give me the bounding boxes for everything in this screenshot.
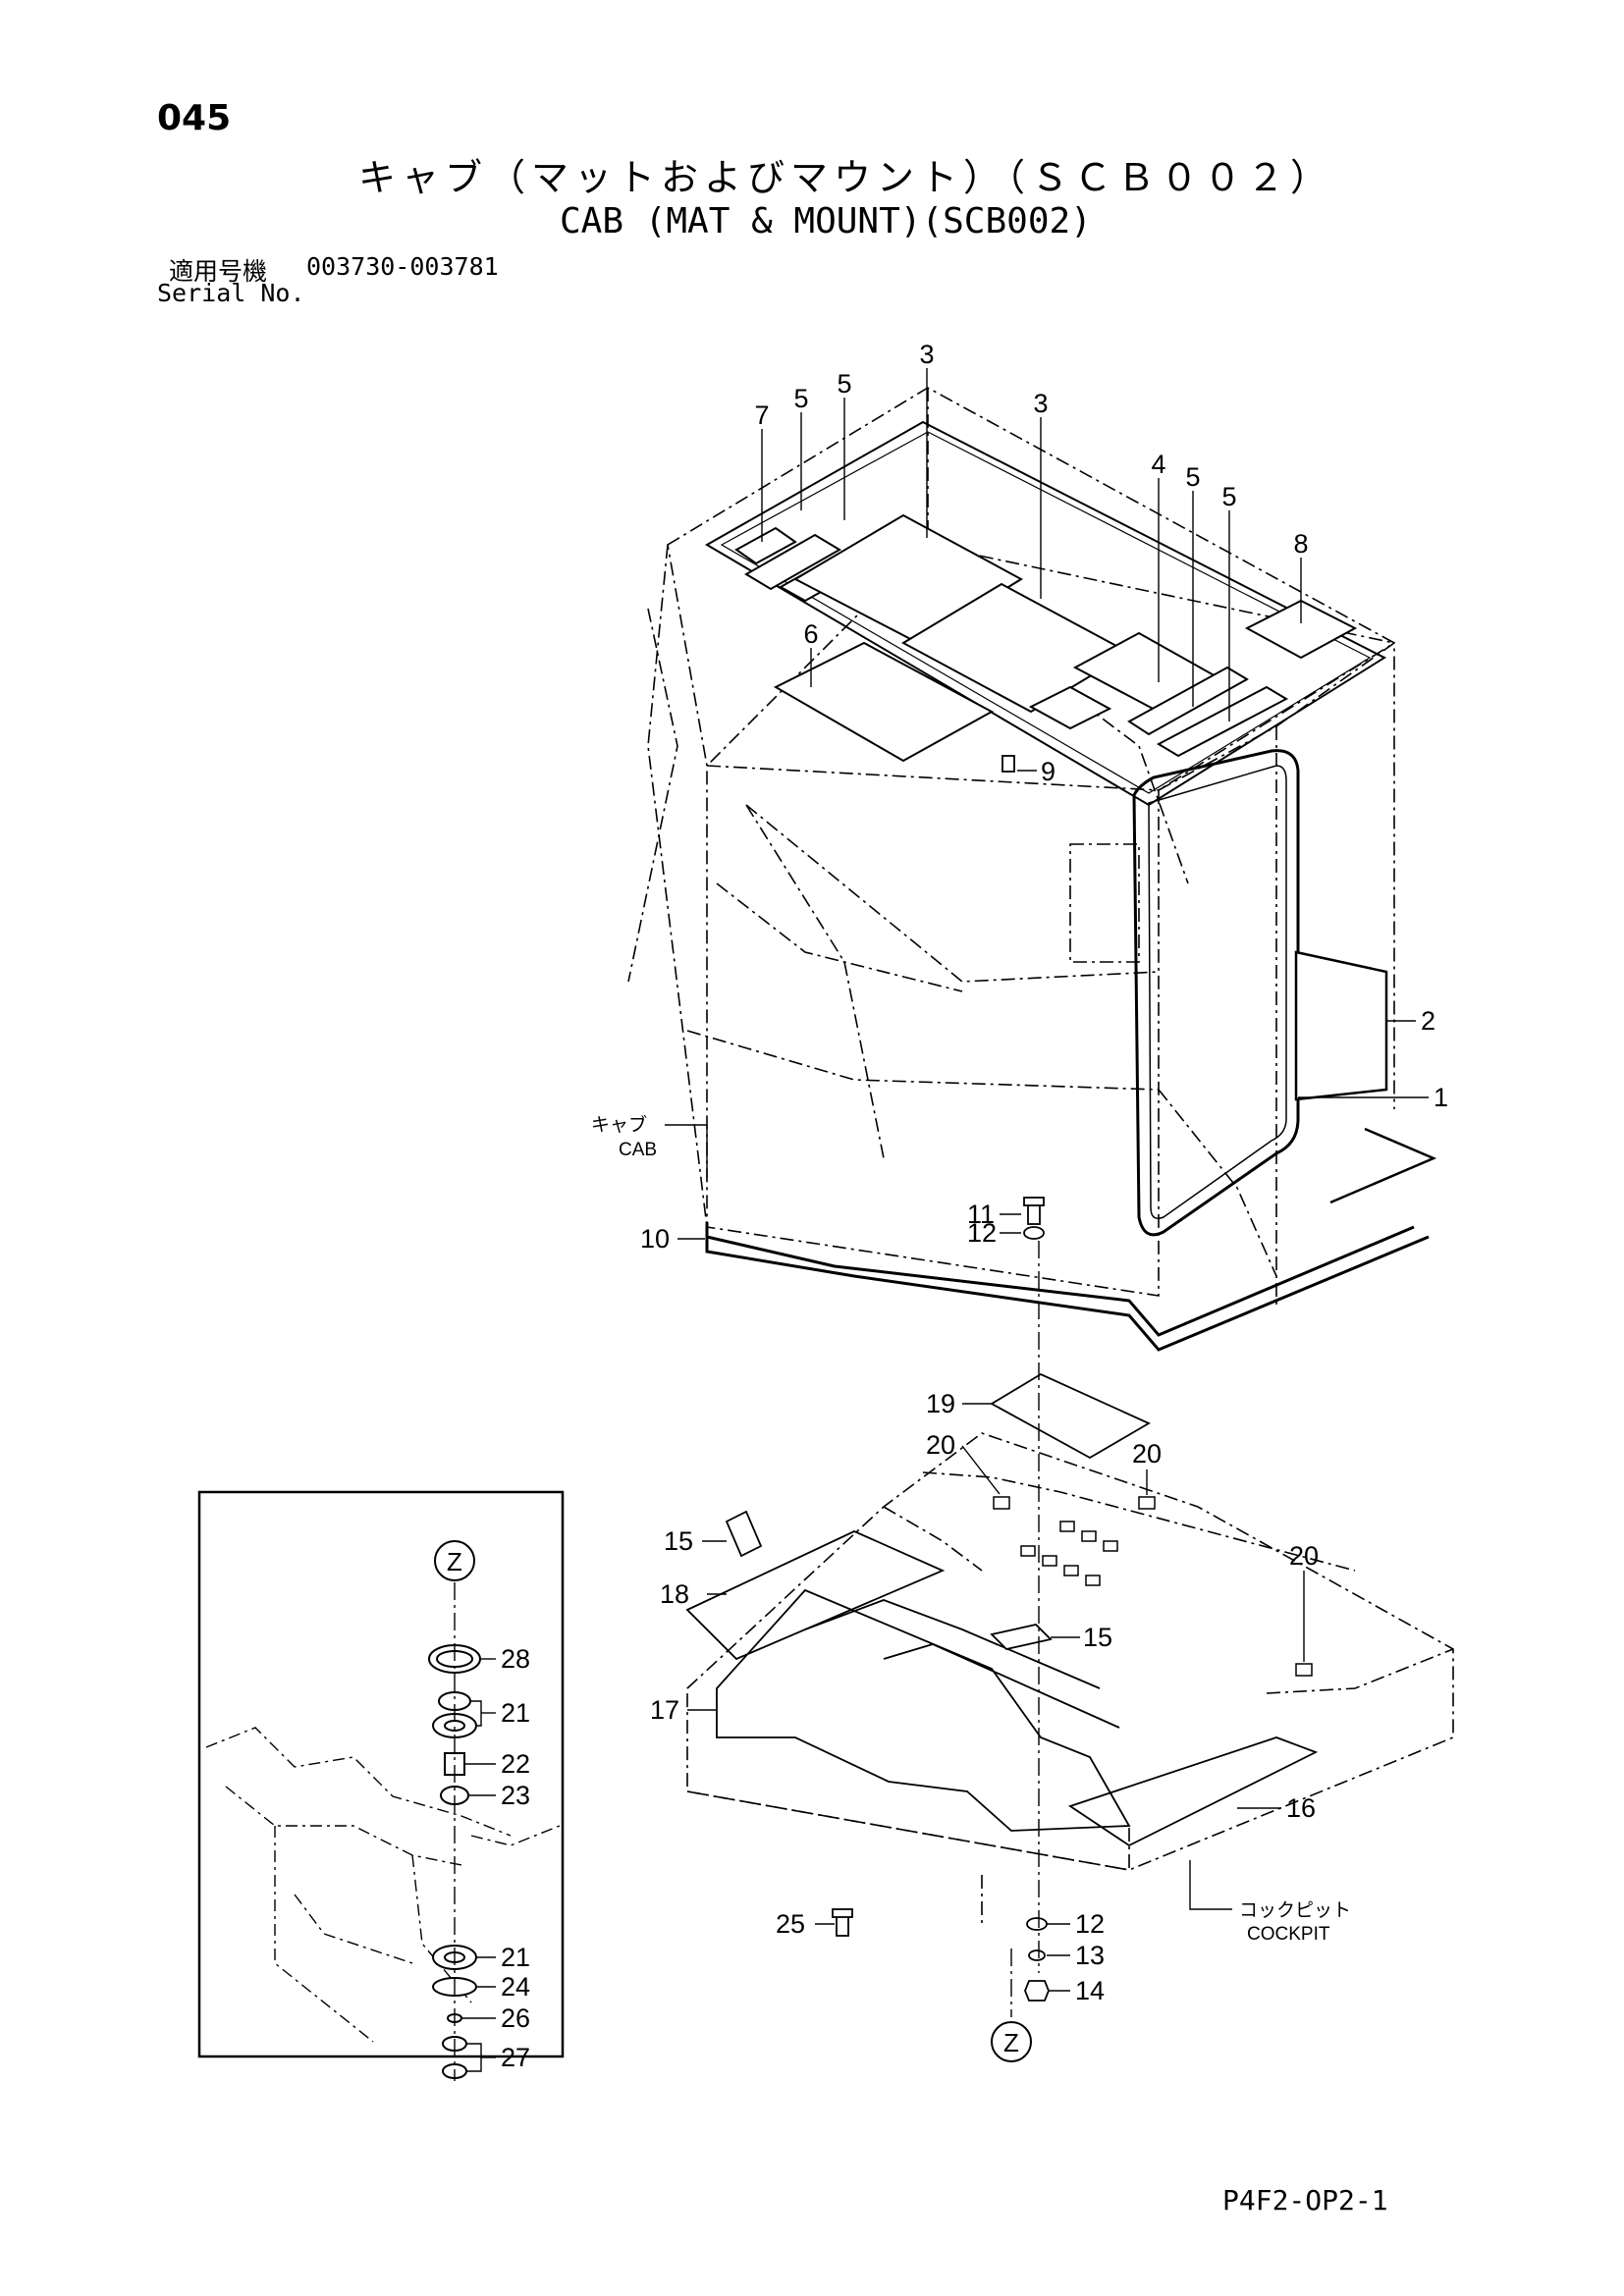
callout-3: 3	[1033, 389, 1048, 418]
callout-9: 9	[1041, 757, 1056, 786]
title-japanese: キャブ（マットおよびマウント）（ＳＣＢ００２）	[358, 156, 1334, 199]
callout-numbers: 3 5 5 7 3 4 5 5 8 6 9 2 1 11 12 10 19 20…	[501, 340, 1448, 2072]
mat-6	[773, 641, 995, 763]
cab-label-en: CAB	[619, 1140, 657, 1160]
bolt-9	[1001, 755, 1015, 773]
detail-marker-circles	[434, 1540, 1032, 2062]
callout-20: 20	[926, 1430, 955, 1460]
mat-16	[1067, 1736, 1319, 1847]
floor-mat-10	[705, 1127, 1437, 1352]
callout-15: 15	[664, 1526, 693, 1556]
roof-frame	[705, 420, 1387, 807]
callout-11: 11	[967, 1200, 995, 1229]
page-number: 045	[157, 98, 232, 138]
callout-1: 1	[1434, 1083, 1448, 1112]
mat-5-d	[1156, 685, 1289, 758]
leader-lines	[461, 368, 1429, 2072]
serial-range: 003730-003781	[306, 252, 499, 281]
callout-21: 21	[501, 1698, 530, 1728]
callout-7: 7	[754, 400, 769, 430]
detail-marker-top: Z	[447, 1547, 462, 1576]
footer-code: P4F2-OP2-1	[1222, 2184, 1388, 2216]
detail-marker-bottom: Z	[1003, 2028, 1019, 2057]
washer-13	[1028, 1949, 1046, 1961]
callout-5: 5	[837, 369, 851, 399]
callout-17: 17	[650, 1695, 679, 1725]
callout-27: 27	[501, 2043, 530, 2072]
window-seal-and-back-mat	[1132, 749, 1388, 1237]
cab-fasteners	[1001, 755, 1045, 1240]
mat-19	[990, 1372, 1151, 1460]
callout-25: 25	[776, 1909, 805, 1939]
title-english: CAB (MAT & MOUNT)(SCB002)	[560, 201, 1092, 241]
callout-20: 20	[1289, 1541, 1319, 1571]
mat-small	[1028, 685, 1112, 730]
cab-label-jp: キャブ	[591, 1113, 647, 1136]
callout-5: 5	[1221, 482, 1236, 511]
callout-26: 26	[501, 2003, 530, 2033]
callout-8: 8	[1293, 529, 1308, 559]
callout-28: 28	[501, 1644, 530, 1674]
roof-mats	[734, 513, 1358, 763]
callout-22: 22	[501, 1749, 530, 1779]
callout-23: 23	[501, 1781, 530, 1810]
callout-6: 6	[803, 619, 818, 649]
center-axis	[1010, 1241, 1040, 2017]
serial-label-japanese: 適用号機	[169, 257, 268, 286]
callout-21: 21	[501, 1943, 530, 1972]
cockpit-body	[686, 1432, 1454, 1924]
callout-14: 14	[1075, 1976, 1105, 2005]
callout-24: 24	[501, 1972, 530, 2002]
cockpit-label-jp: コックピット	[1239, 1899, 1351, 1921]
cockpit-label-en: COCKPIT	[1247, 1924, 1330, 1945]
callout-5: 5	[793, 384, 808, 413]
nut-14	[1024, 1980, 1050, 2002]
callout-18: 18	[660, 1579, 689, 1609]
cockpit-fasteners	[832, 1908, 1050, 2002]
callout-12: 12	[967, 1218, 997, 1248]
callout-2: 2	[1421, 1006, 1435, 1036]
mat-5-a	[744, 533, 841, 591]
mat-5-c	[1127, 666, 1249, 736]
mat-17	[716, 1588, 1131, 1832]
callout-15: 15	[1083, 1623, 1112, 1652]
callout-10: 10	[640, 1224, 670, 1254]
cockpit-solid	[685, 1372, 1319, 1847]
floor-pads	[993, 1496, 1313, 1677]
mat-8	[1244, 599, 1358, 660]
washer-12-a	[1023, 1226, 1045, 1240]
callout-13: 13	[1075, 1941, 1105, 1970]
detail-z-box	[197, 1490, 565, 2058]
plates-15	[725, 1510, 1053, 1650]
callout-3: 3	[919, 340, 934, 369]
washer-12-b	[1026, 1917, 1048, 1931]
callout-4: 4	[1151, 450, 1165, 479]
callout-12: 12	[1075, 1909, 1105, 1939]
callout-19: 19	[926, 1389, 955, 1418]
back-mat-2	[1294, 950, 1388, 1101]
callout-16: 16	[1286, 1793, 1316, 1823]
callout-20: 20	[1132, 1439, 1162, 1468]
mat-18	[685, 1530, 946, 1661]
window-seal-1	[1132, 749, 1300, 1237]
callout-5: 5	[1185, 462, 1200, 492]
serial-label-english: Serial No.	[157, 279, 305, 307]
cab-body	[627, 387, 1396, 1306]
